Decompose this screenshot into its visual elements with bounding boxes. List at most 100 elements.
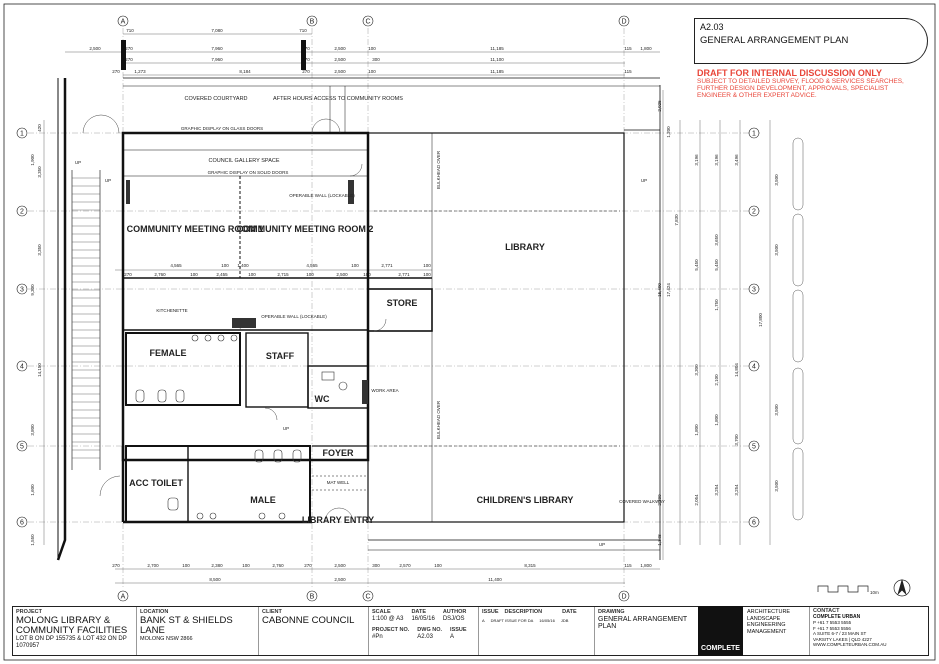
tb-discipline-1: LANDSCAPE: [747, 615, 781, 622]
label-up-walkway: UP: [641, 178, 647, 183]
tb-project-lot: LOT B ON DP 155735 & LOT 432 ON DP 10709…: [16, 636, 127, 649]
dim-t2-3: 270: [302, 46, 310, 51]
label-up-stair-2: UP: [105, 178, 111, 183]
tb-project-value: MOLONG LIBRARY & COMMUNITY FACILITIES: [16, 615, 128, 636]
dim-mt-2: 1,400: [237, 263, 249, 268]
operable-wall-hatches: [126, 180, 368, 404]
dim-b2-1: 2,500: [334, 577, 346, 582]
tb-contact-web: WWW.COMPLETEURBAN.COM.AU: [813, 642, 887, 647]
dim-rb-13: 3,650: [714, 234, 719, 246]
dim-b2-0: 8,500: [209, 577, 221, 582]
tb-project-no-value: #Pn: [372, 634, 383, 640]
tb-author-value: DSJ/OS: [442, 616, 465, 622]
grid-col-b-top: B: [310, 19, 315, 26]
grid-row-1-right: 1: [752, 131, 756, 138]
tb-location-sub: MOLONG NSW 2866: [140, 636, 193, 642]
tb-client: CLIENT CABONNE COUNCIL: [259, 607, 369, 655]
label-covered-walkway: COVERED WALKWAY: [619, 499, 665, 504]
tb-issue-heading: ISSUE: [450, 627, 467, 633]
building-walls: [56, 40, 661, 561]
dim-b1-13: 1,800: [640, 563, 652, 568]
dim-m-11: 2,771: [398, 272, 410, 277]
dim-mt-1: 100: [221, 263, 229, 268]
dim-t3-3: 2,500: [334, 57, 346, 62]
dim-t2-8: 1,800: [640, 46, 652, 51]
dim-m-3: 2,455: [216, 272, 228, 277]
label-bulkhead-1: BULKHEAD OVER: [436, 150, 441, 189]
dim-m-10: 100: [423, 263, 431, 268]
tb-client-value: CABONNE COUNCIL: [262, 615, 355, 626]
dim-rb-16: 1,750: [714, 299, 719, 311]
dim-t4-2: 8,184: [239, 69, 251, 74]
dim-t3-5: 11,100: [490, 57, 504, 62]
room-kitchenette: KITCHENETTE: [156, 308, 187, 313]
label-bulkhead-2: BULKHEAD OVER: [436, 400, 441, 439]
tb-contact: CONTACT COMPLETE URBAN P +61 7 5553 5555…: [810, 607, 928, 655]
dim-t4-6: 11,185: [490, 69, 504, 74]
room-male: MALE: [250, 495, 276, 505]
grid-col-c-top: C: [365, 19, 370, 26]
dim-ra-1: 1,200: [666, 126, 671, 138]
sheet-title: GENERAL ARRANGEMENT PLAN: [700, 35, 849, 46]
tb-issue-row-date: 16/05/16: [539, 618, 555, 623]
dim-b1-2: 100: [182, 563, 190, 568]
dimension-text-right: 2,025 1,200 15,400 17,424 2,399 1,348 7,…: [657, 100, 779, 546]
dim-t1-1: 7,080: [211, 28, 223, 33]
tb-scale-value: 1:100 @ A3: [372, 616, 404, 622]
grid-row-5-right: 5: [752, 444, 756, 451]
dim-m-0: 270: [124, 272, 132, 277]
tb-issue-col-heading: ISSUE: [482, 609, 499, 615]
room-meeting-1: COMMUNITY MEETING ROOM 1: [127, 224, 264, 234]
dim-b1-8: 300: [372, 563, 380, 568]
tb-issue-table: ISSUE DESCRIPTION DATE A DRAFT ISSUE FOR…: [479, 607, 595, 655]
tb-contact-fax: F +61 7 5553 5556: [813, 625, 851, 631]
sheet-number: A2.03: [700, 22, 724, 32]
grid-lines: [28, 28, 760, 588]
toilet-fixtures: [135, 334, 348, 520]
dim-l-4: 9,300: [30, 284, 35, 296]
grid-row-6-left: 6: [20, 520, 24, 527]
dim-rb-15: 5,450: [714, 259, 719, 271]
dim-rb-25: 3,700: [734, 434, 739, 446]
tb-issue-row: A DRAFT ISSUE FOR DA 16/05/16 JDB: [482, 618, 591, 624]
dim-b1-3: 2,380: [211, 563, 223, 568]
grid-bubbles: [16, 15, 760, 602]
label-up-foyer: UP: [283, 426, 289, 431]
tb-dwg-no-heading: DWG NO.: [417, 627, 443, 633]
dim-b1-7: 2,500: [334, 563, 346, 568]
dim-t2-7: 115: [624, 46, 632, 51]
label-operable-wall-1: OPERABLE WALL (LOCKABLE): [289, 193, 355, 198]
tb-discipline-0: ARCHITECTURE: [747, 609, 791, 615]
dim-rb-14: 5,450: [694, 259, 699, 271]
dim-rb-27: 3,254: [734, 484, 739, 496]
tb-issue-value: A: [450, 634, 455, 640]
dim-mt-4: 100: [351, 263, 359, 268]
dim-ra-4: 15,400: [657, 283, 662, 297]
dim-b1-1: 2,700: [147, 563, 159, 568]
grid-col-d-bottom: D: [621, 594, 626, 601]
dim-b1-6: 270: [304, 563, 312, 568]
dimension-lines: [43, 33, 771, 584]
dim-t4-7: 115: [624, 69, 632, 74]
tb-contact-address-2: VARSITY LAKES | QLD 4227: [813, 636, 872, 642]
room-gallery: COUNCIL GALLERY SPACE: [208, 158, 279, 164]
dim-t2-2: 7,960: [211, 46, 223, 51]
dim-rb-28: 2,054: [694, 494, 699, 506]
dim-rb-9: 3,500: [774, 404, 779, 416]
dim-b1-4: 100: [242, 563, 250, 568]
room-covered-courtyard: COVERED COURTYARD: [184, 96, 247, 102]
dim-b1-11: 8,315: [524, 563, 536, 568]
tb-project-no-heading: PROJECT NO.: [372, 627, 410, 633]
room-childrens-library: CHILDREN'S LIBRARY: [477, 495, 574, 505]
dim-ra-0: 2,025: [657, 100, 662, 112]
room-library: LIBRARY: [505, 242, 545, 252]
grid-row-2-left: 2: [20, 209, 24, 216]
sheet-border: [3, 3, 936, 661]
tb-location-heading: LOCATION: [140, 609, 169, 615]
room-acc-toilet: ACC TOILET: [129, 478, 183, 488]
room-labels: COVERED COURTYARD AFTER HOURS ACCESS TO …: [75, 96, 665, 547]
dim-t2-5: 100: [368, 46, 376, 51]
draft-title: DRAFT FOR INTERNAL DISCUSSION ONLY: [697, 68, 883, 78]
dim-rb-12: 3,300: [694, 364, 699, 376]
